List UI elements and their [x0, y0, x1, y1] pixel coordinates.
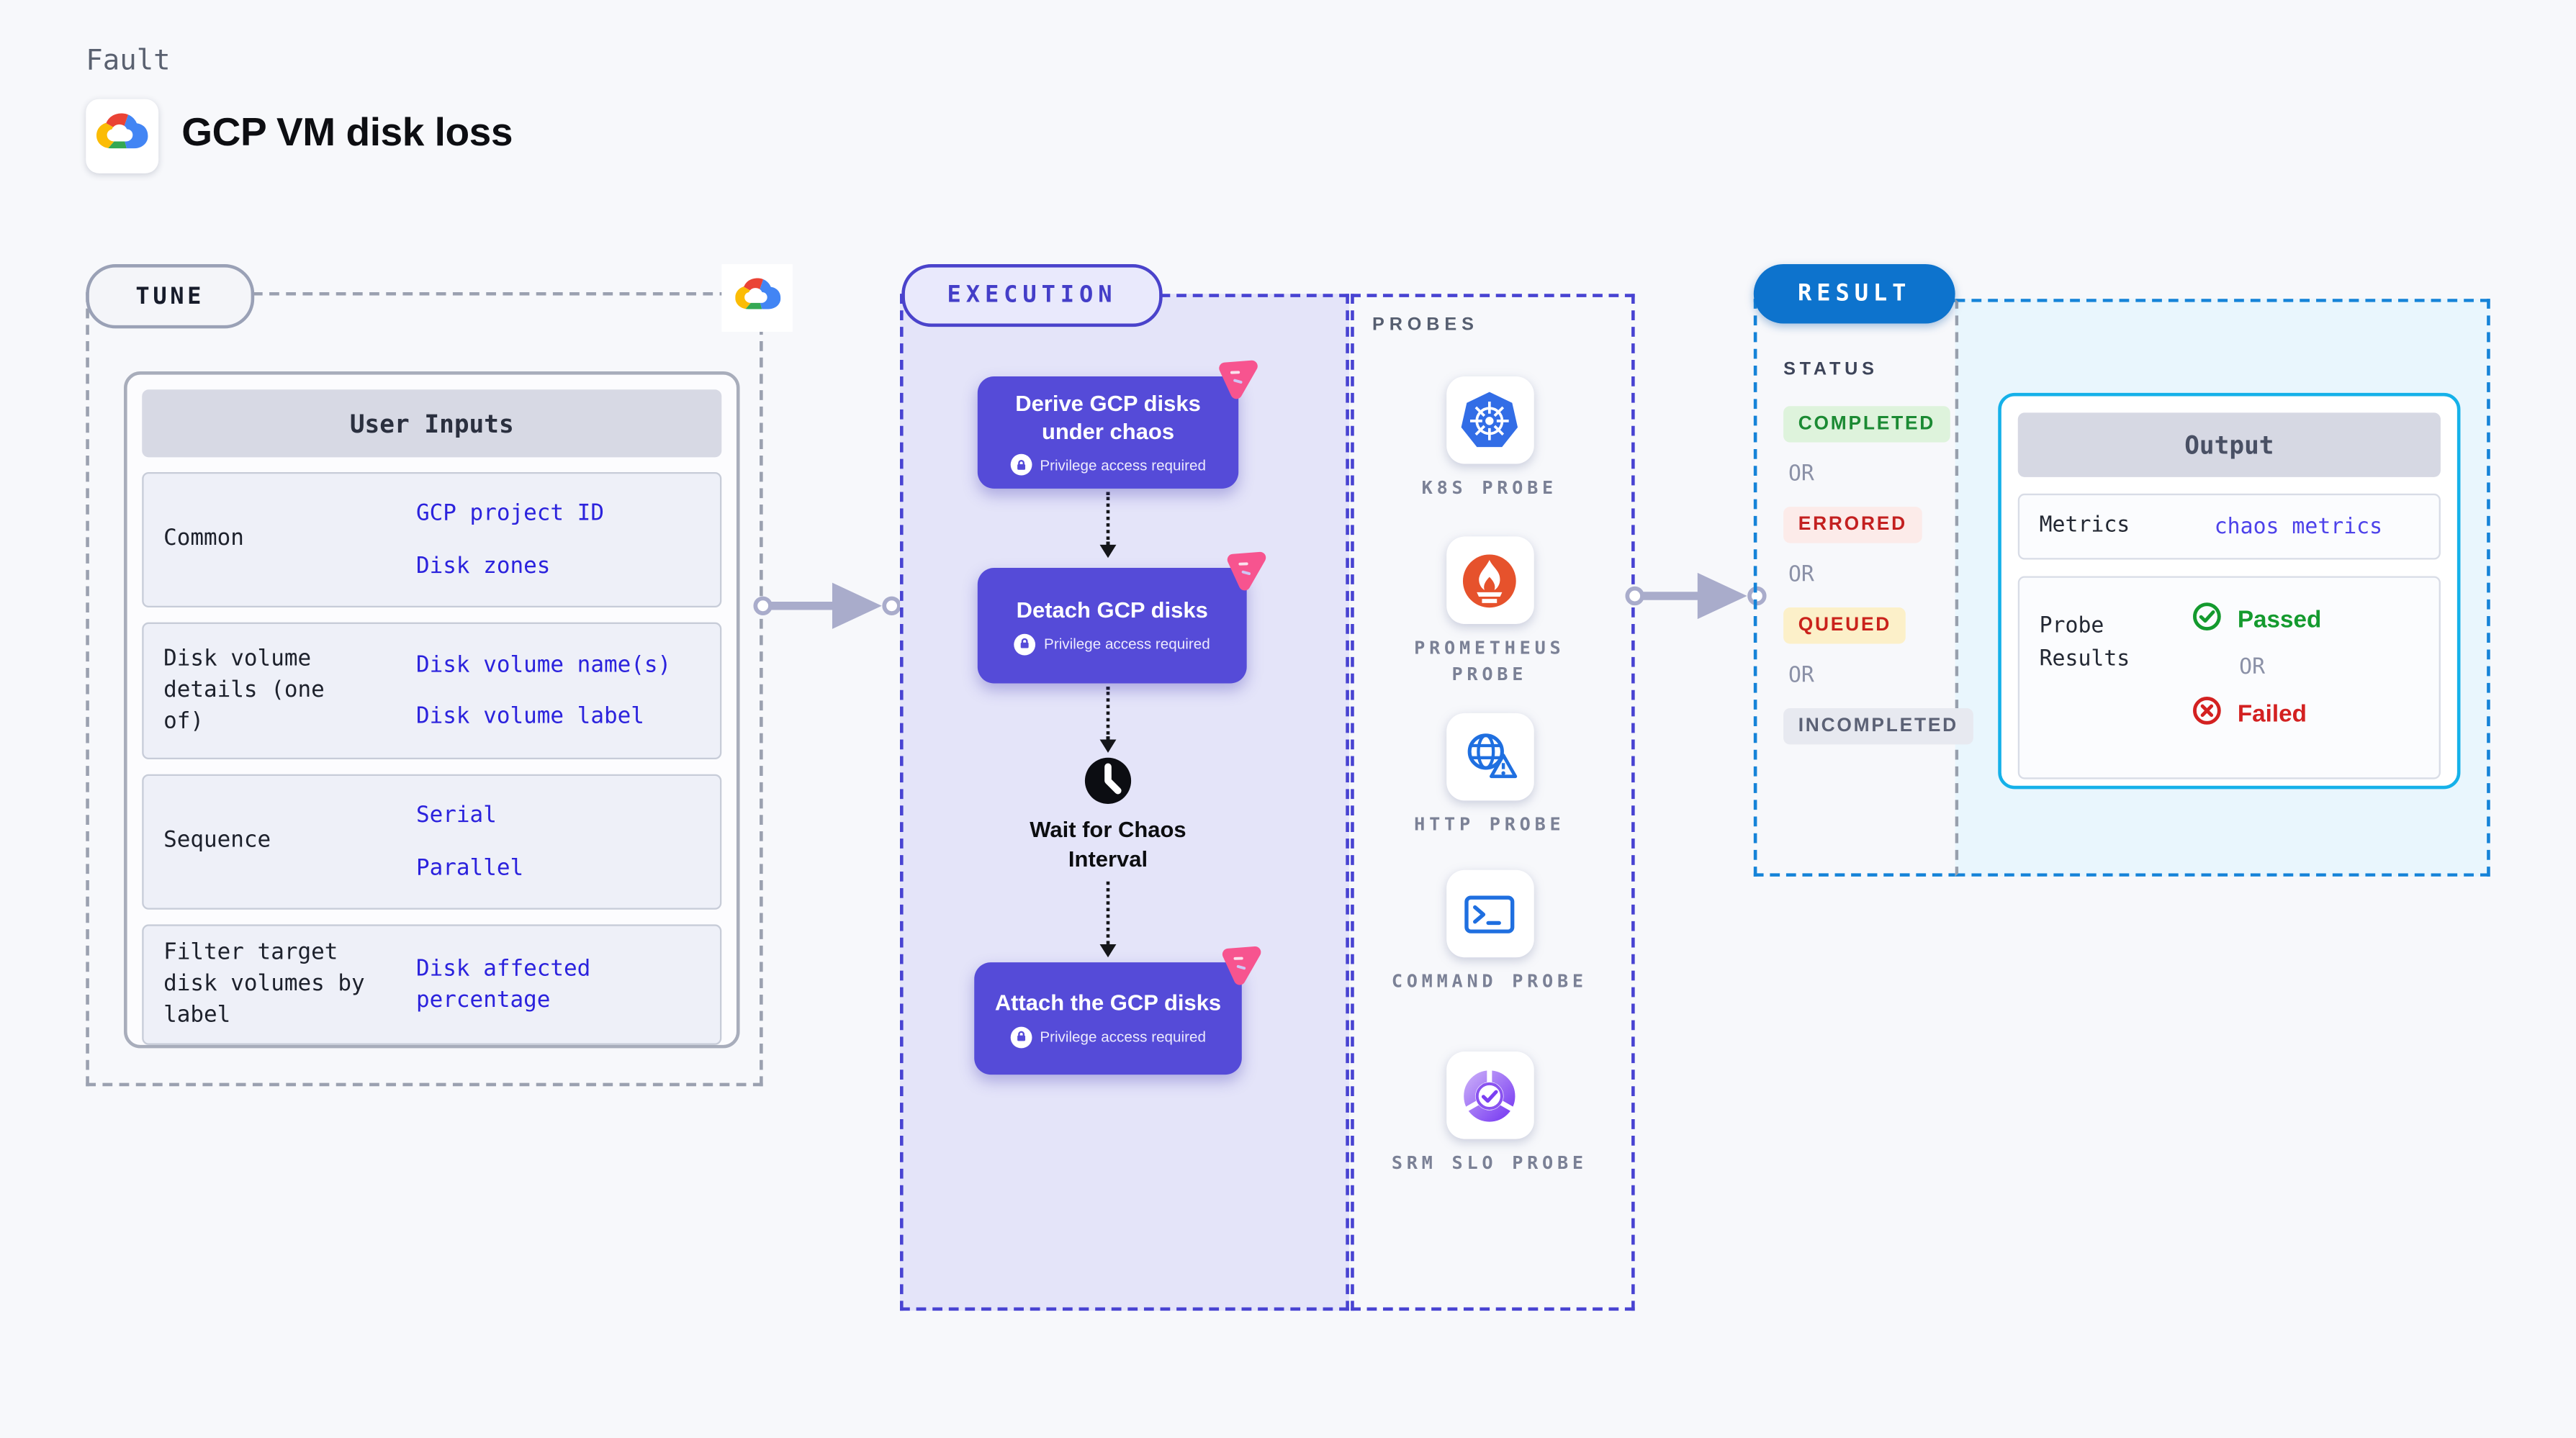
step-derive-gcp-disks: Derive GCP disks under chaos Privilege a…	[977, 360, 1258, 489]
table-row: Common GCP project ID Disk zones	[142, 471, 722, 608]
flow-dotted-connector	[1106, 687, 1110, 740]
lock-icon	[1010, 1026, 1032, 1048]
gcp-cloud-icon	[732, 275, 782, 321]
table-row: Sequence Serial Parallel	[142, 774, 722, 910]
probe-label: HTTP PROBE	[1414, 813, 1565, 836]
passed-label: Passed	[2237, 607, 2322, 634]
fault-eyebrow: Fault	[86, 44, 171, 78]
user-inputs-header: User Inputs	[142, 389, 722, 458]
slo-donut-check-icon	[1446, 1052, 1534, 1139]
status-badge-incompleted: INCOMPLETED	[1783, 707, 1973, 745]
probe-label: PROMETHEUS PROBE	[1414, 637, 1565, 685]
probes-section-box	[1351, 294, 1635, 1311]
tune-section-box	[86, 291, 763, 1087]
status-options-list: COMPLETED OR ERRORED OR QUEUED OR INCOMP…	[1783, 406, 1973, 745]
status-badge-queued: QUEUED	[1783, 607, 1906, 644]
kubernetes-icon	[1446, 376, 1534, 464]
tune-corner-gcp-logo	[721, 263, 793, 333]
tune-badge: TUNE	[86, 263, 255, 329]
row-label: Filter target disk volumes by label	[163, 939, 365, 1029]
gcp-cloud-icon	[94, 111, 150, 162]
step-attach-gcp-disks: Attach the GCP disks Privilege access re…	[974, 946, 1261, 1075]
arrow-down-icon	[1099, 944, 1117, 958]
flow-dotted-connector	[1106, 881, 1110, 944]
or-separator: OR	[2239, 655, 2266, 680]
probe-label: COMMAND PROBE	[1391, 970, 1588, 992]
lock-icon	[1014, 633, 1036, 655]
metrics-row: Metrics chaos metrics	[2017, 493, 2441, 560]
chaos-fault-icon	[1222, 548, 1266, 592]
metrics-value: chaos metrics	[2214, 514, 2383, 539]
probe-srm-slo: SRM SLO PROBE	[1390, 1052, 1588, 1177]
x-circle-icon	[2192, 695, 2223, 735]
privilege-note: Privilege access required	[1040, 456, 1206, 474]
execution-badge: EXECUTION	[901, 263, 1163, 327]
row-value: Serial	[415, 802, 497, 830]
row-value: Parallel	[415, 854, 524, 881]
row-value: GCP project ID	[415, 500, 604, 528]
result-badge: RESULT	[1753, 263, 1955, 324]
probe-results-label: Probe Results	[2039, 614, 2130, 671]
probes-label: PROBES	[1372, 315, 1479, 335]
metrics-label: Metrics	[2039, 513, 2130, 539]
privilege-note: Privilege access required	[1044, 636, 1210, 653]
table-row: Filter target disk volumes by label Disk…	[142, 924, 722, 1045]
probe-http: HTTP PROBE	[1390, 713, 1588, 838]
status-badge-errored: ERRORED	[1783, 507, 1922, 543]
flow-dotted-connector	[1106, 492, 1110, 545]
step-title: Derive GCP disks under chaos	[1015, 390, 1201, 444]
or-separator: OR	[1788, 563, 1814, 588]
probe-command: COMMAND PROBE	[1390, 869, 1588, 995]
step-title: Detach GCP disks	[1016, 598, 1208, 623]
flow-arrow-tune-to-execution	[749, 571, 901, 649]
page-title: GCP VM disk loss	[181, 110, 513, 155]
or-separator: OR	[1788, 462, 1814, 487]
chaos-fault-icon	[1217, 943, 1261, 987]
check-circle-icon	[2192, 601, 2223, 641]
arrow-down-icon	[1099, 739, 1117, 753]
probe-label: SRM SLO PROBE	[1391, 1152, 1588, 1174]
output-card: Output Metrics chaos metrics Probe Resul…	[1998, 392, 2461, 790]
row-value: Disk volume label	[415, 703, 644, 730]
step-detach-gcp-disks: Detach GCP disks Privilege access requir…	[977, 551, 1266, 684]
prometheus-icon	[1446, 536, 1534, 624]
row-value: Disk volume name(s)	[415, 651, 672, 679]
probe-k8s: K8S PROBE	[1390, 376, 1588, 502]
arrow-down-icon	[1099, 544, 1117, 559]
status-badge-completed: COMPLETED	[1783, 406, 1950, 443]
failed-label: Failed	[2237, 701, 2307, 728]
gcp-logo-card	[86, 99, 159, 173]
probe-prometheus: PROMETHEUS PROBE	[1390, 536, 1588, 688]
probe-label: K8S PROBE	[1421, 476, 1557, 499]
terminal-icon	[1446, 869, 1534, 958]
step-title: Attach the GCP disks	[994, 990, 1222, 1016]
row-value: Disk zones	[415, 552, 551, 579]
table-row: Disk volume details (one of) Disk volume…	[142, 622, 722, 760]
lock-icon	[1010, 454, 1032, 476]
row-label: Common	[163, 525, 244, 553]
clock-icon	[1084, 756, 1133, 813]
globe-alert-icon	[1446, 713, 1534, 801]
chaos-fault-icon	[1214, 356, 1258, 401]
status-label: STATUS	[1783, 360, 1878, 380]
row-label: Disk volume details (one of)	[163, 645, 325, 735]
or-separator: OR	[1788, 664, 1814, 689]
row-label: Sequence	[163, 828, 271, 854]
wait-for-chaos-interval-label: Wait for Chaos Interval	[1030, 817, 1186, 872]
user-inputs-card: User Inputs Common GCP project ID Disk z…	[124, 371, 740, 1049]
output-header: Output	[2017, 412, 2441, 477]
flow-arrow-execution-to-result	[1625, 561, 1767, 639]
probe-results-row: Probe Results Passed OR Failed	[2017, 576, 2441, 779]
privilege-note: Privilege access required	[1040, 1028, 1206, 1046]
row-value: Disk affected percentage	[415, 956, 591, 1013]
